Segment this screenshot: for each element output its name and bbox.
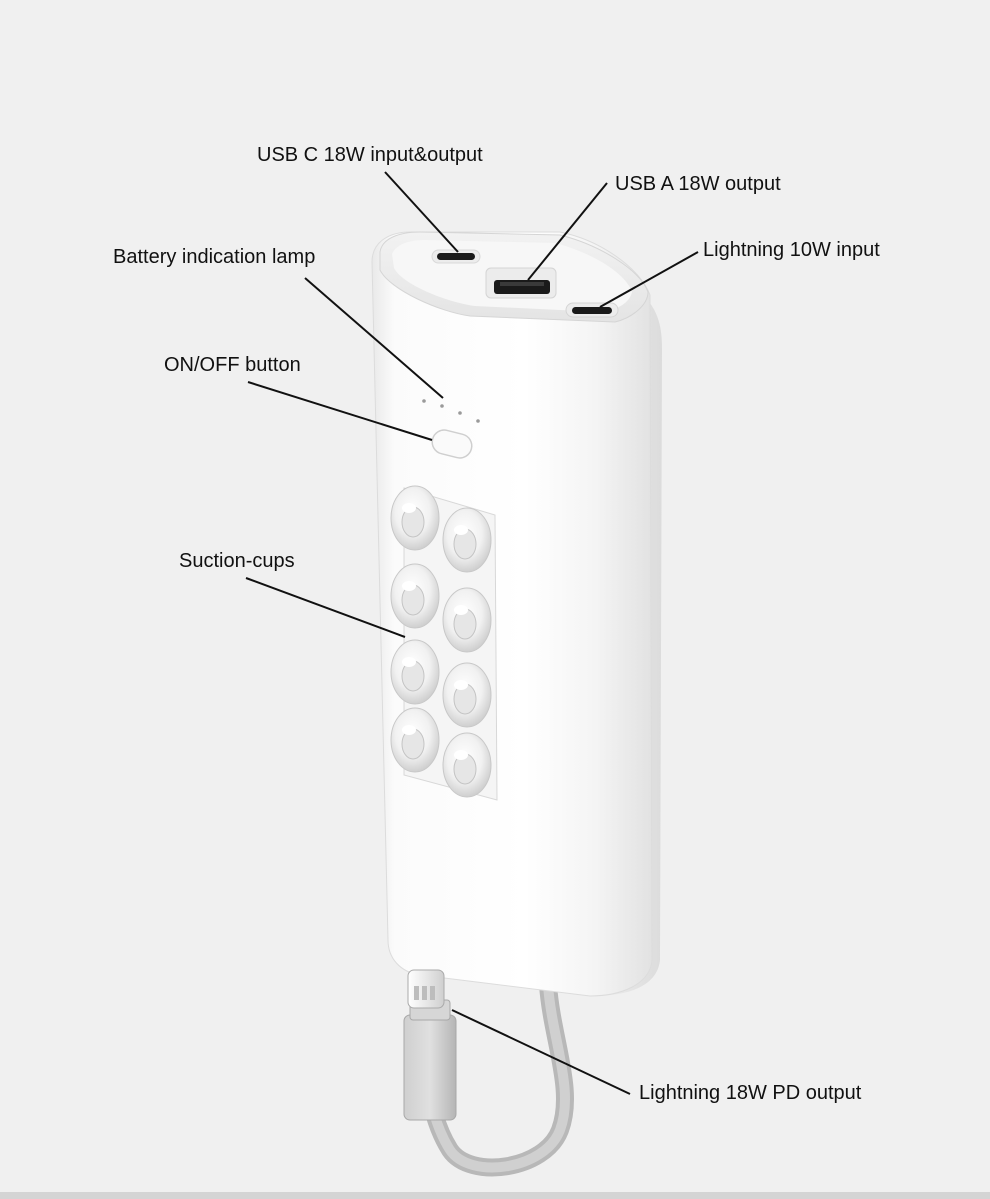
bottom-strip	[0, 1192, 990, 1199]
label-usb-a: USB A 18W output	[615, 173, 781, 195]
label-usb-c: USB C 18W input&output	[257, 144, 483, 166]
lightning-input-port	[565, 302, 619, 318]
on-off-button[interactable]	[430, 428, 475, 461]
label-lightning-output: Lightning 18W PD output	[639, 1082, 862, 1104]
label-suction-cups: Suction-cups	[179, 550, 295, 572]
suction-cups	[390, 485, 492, 798]
lightning-plug	[403, 969, 457, 1121]
suction-cup	[390, 639, 440, 705]
suction-cup	[390, 707, 440, 773]
usb-c-port	[431, 249, 481, 264]
suction-cup	[442, 507, 492, 573]
suction-cup	[442, 732, 492, 798]
leader-line-on-off	[247, 381, 433, 441]
leader-line-suction-cups	[245, 577, 406, 638]
power-bank-body	[371, 231, 653, 997]
suction-cup	[390, 563, 440, 629]
usb-a-port	[485, 267, 557, 299]
suction-cup	[442, 587, 492, 653]
label-lightning-input: Lightning 10W input	[703, 239, 880, 261]
label-on-off: ON/OFF button	[164, 354, 301, 376]
label-battery-lamp: Battery indication lamp	[113, 246, 316, 268]
battery-indicator-lamps	[422, 399, 480, 423]
leader-line-battery-lamp	[304, 277, 444, 399]
leader-line-lightning-input	[599, 251, 699, 308]
leader-line-lightning-output	[451, 1009, 631, 1095]
suction-cup	[390, 485, 440, 551]
suction-cup	[442, 662, 492, 728]
leader-lines	[245, 171, 699, 1095]
lightning-cable	[421, 976, 575, 1177]
leader-line-usb-c	[384, 171, 459, 253]
leader-line-usb-a	[527, 182, 608, 281]
